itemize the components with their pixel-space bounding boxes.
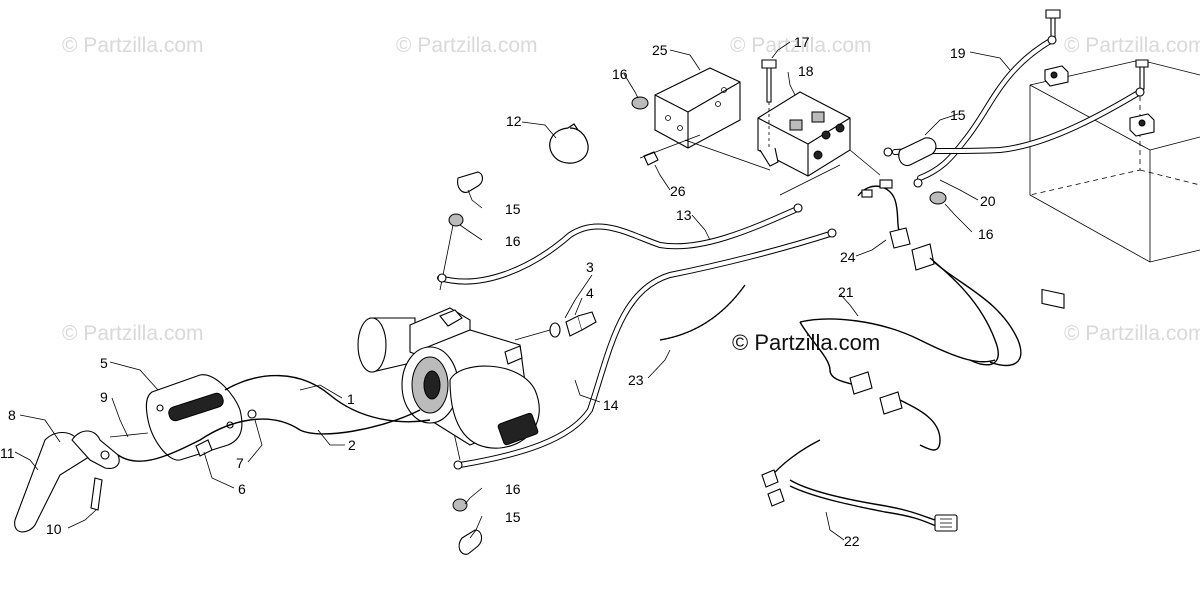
callout-17: 17: [794, 34, 810, 50]
callout-19: 19: [950, 45, 966, 61]
terminal-boot: [898, 137, 937, 167]
callout-1: 1: [347, 391, 355, 407]
callout-10: 10: [46, 521, 62, 537]
split-loom: [659, 284, 746, 341]
callout-13: 13: [676, 207, 692, 223]
callout-2: 2: [348, 437, 356, 453]
fairlead: [145, 374, 243, 461]
callout-22: 22: [844, 533, 860, 549]
watermarks: © Partzilla.com © Partzilla.com © Partzi…: [62, 34, 1200, 345]
callout-3: 3: [586, 259, 594, 275]
callout-23: 23: [628, 372, 644, 388]
callout-leaders: [14, 41, 1011, 541]
winch-wire-rope: [117, 409, 421, 462]
callout-11: 11: [0, 445, 15, 461]
harness-22: [761, 439, 958, 532]
hose-clamp: [549, 123, 589, 164]
watermark-text: © Partzilla.com: [396, 34, 538, 57]
terminal-boot: [457, 171, 484, 193]
terminal-ring: [913, 178, 923, 188]
battery-cable-19: [892, 35, 1145, 181]
cable-13: [437, 203, 803, 285]
callout-16: 16: [505, 481, 521, 497]
callout-26: 26: [670, 183, 686, 199]
callout-25: 25: [652, 42, 668, 58]
callout-24: 24: [840, 249, 856, 265]
callout-16: 16: [978, 226, 994, 242]
callout-20: 20: [980, 193, 996, 209]
nut: [929, 191, 947, 205]
winch: [357, 307, 540, 449]
callout-16: 16: [505, 233, 521, 249]
terminal-boot: [458, 529, 483, 555]
callout-7: 7: [236, 455, 244, 471]
cable-14: [453, 228, 837, 470]
callout-16: 16: [612, 66, 628, 82]
harness-24: [857, 179, 1022, 367]
callout-15: 15: [505, 509, 521, 525]
watermark-text: © Partzilla.com: [1064, 322, 1200, 345]
callout-5: 5: [100, 355, 108, 371]
terminal-ring: [883, 147, 893, 157]
watermark-text: © Partzilla.com: [1064, 34, 1200, 57]
hook-and-strap: [14, 430, 149, 533]
callout-4: 4: [586, 285, 594, 301]
nut: [448, 213, 464, 227]
fitting: [514, 311, 597, 341]
callout-18: 18: [798, 63, 814, 79]
callout-14: 14: [603, 397, 619, 413]
nut: [247, 409, 257, 419]
watermark-text: © Partzilla.com: [730, 34, 872, 57]
battery: [1029, 9, 1200, 309]
callout-labels: 1 2 3 4 5 6 7 8 9 10 11 12 13 14 15 15 1…: [0, 34, 996, 549]
partzilla-watermark: © Partzilla.com: [732, 330, 880, 355]
cable-21: [799, 318, 996, 451]
contactor: [757, 91, 851, 177]
nut: [631, 96, 649, 110]
bolt-icon: [195, 439, 213, 457]
callout-12: 12: [506, 113, 522, 129]
callout-15: 15: [505, 201, 521, 217]
winch-wire-rope: [224, 374, 431, 423]
callout-6: 6: [238, 481, 246, 497]
callout-21: 21: [838, 284, 854, 300]
nut: [452, 498, 468, 512]
callout-15: 15: [950, 107, 966, 123]
watermark-text: © Partzilla.com: [62, 34, 204, 57]
mounting-bracket: [654, 67, 741, 149]
screw-icon: [761, 59, 777, 103]
watermark-text: © Partzilla.com: [62, 322, 204, 345]
callout-9: 9: [100, 389, 108, 405]
callout-8: 8: [8, 407, 16, 423]
